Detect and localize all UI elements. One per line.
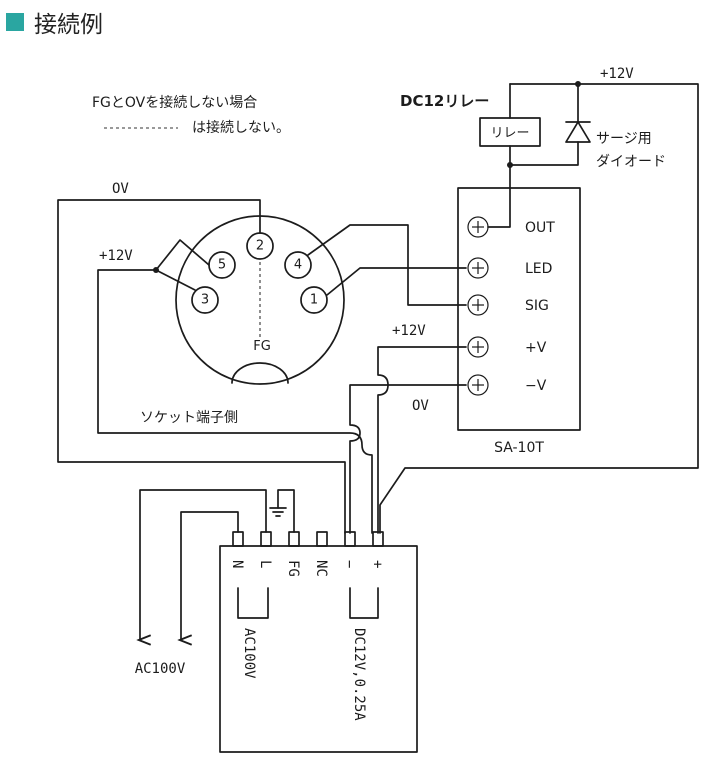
wire-ac-n <box>177 511 239 646</box>
psu-fg-label: FG <box>285 560 301 577</box>
note-line-1: FGとOVを接続しない場合 <box>92 94 257 111</box>
psu-l-label: L <box>257 560 273 568</box>
terminal-plus-v-label: +V <box>525 340 547 356</box>
pin-3-circle <box>191 286 219 314</box>
wire-relay-out <box>487 145 511 228</box>
sensor-unit: SA-10T <box>457 187 581 456</box>
wire-12v-left <box>97 269 373 534</box>
label-12v-mid: +12V <box>392 323 426 339</box>
pin-4-label: 4 <box>294 258 302 273</box>
relay-box-label: リレー <box>490 126 529 141</box>
terminal-minus-v-label: −V <box>525 378 547 394</box>
terminal-out: OUT <box>467 216 555 238</box>
section-header: 接続例 <box>6 6 103 38</box>
relay-title: DC12リレー <box>400 92 489 110</box>
surge-diode-label-2: ダイオード <box>596 154 666 170</box>
diode-triangle <box>565 121 591 143</box>
wire-fg-ground <box>277 489 295 533</box>
sensor-model-label: SA-10T <box>494 440 544 456</box>
psu-n-label: N <box>229 560 245 568</box>
terminal-plus-v: +V <box>467 336 547 358</box>
header-square-icon <box>6 13 24 31</box>
pin-5-label: 5 <box>218 258 226 273</box>
wire-pin1-led <box>326 267 467 296</box>
surge-diode-label-1: サージ用 <box>596 131 652 147</box>
ac-source-label: AC100V <box>135 661 186 677</box>
label-0v-mid: OV <box>412 398 429 414</box>
power-supply: N L FG NC − + AC100V DC12V,0.25A <box>219 531 418 753</box>
wire-pin5-pin3-link <box>155 239 210 291</box>
psu-terminal-n <box>232 531 244 547</box>
pin-1-circle <box>300 286 328 314</box>
wire-minus-v <box>349 384 467 534</box>
note-line-2: は接続しない。 <box>192 119 290 136</box>
psu-terminal-plus <box>372 531 384 547</box>
psu-plus-label: + <box>369 560 385 568</box>
wire-ac-l <box>136 489 267 646</box>
label-12v-left: +12V <box>99 248 133 264</box>
psu-terminal-fg <box>288 531 300 547</box>
label-0v-top: OV <box>112 181 129 197</box>
psu-ac-bracket <box>237 587 269 619</box>
terminal-out-label: OUT <box>525 220 555 236</box>
socket: FG 2 5 4 3 1 <box>175 215 345 385</box>
psu-minus-label: − <box>341 560 357 568</box>
pin-3-label: 3 <box>201 293 209 308</box>
psu-dc-out-label: DC12V,0.25A <box>351 628 367 721</box>
socket-fg-label: FG <box>253 339 271 354</box>
terminal-sig: SIG <box>467 294 549 316</box>
label-12v-top: +12V <box>600 66 634 82</box>
socket-key <box>231 362 289 384</box>
psu-dc-bracket <box>349 587 379 619</box>
wire-pin4-sig <box>307 224 467 306</box>
pin-4-circle <box>284 251 312 279</box>
wire-0v-pin2 <box>57 199 346 534</box>
psu-terminal-l <box>260 531 272 547</box>
sensor-box <box>457 187 581 431</box>
psu-terminal-nc <box>316 531 328 547</box>
socket-side-label: ソケット端子側 <box>140 410 238 426</box>
psu-nc-label: NC <box>313 560 329 577</box>
wire-diode-bottom <box>509 141 579 166</box>
wire-12v-top-loop <box>379 83 699 534</box>
psu-terminal-minus <box>344 531 356 547</box>
pin-2-label: 2 <box>256 239 264 254</box>
pin-1-label: 1 <box>310 293 318 308</box>
terminal-sig-label: SIG <box>525 298 549 314</box>
terminal-led-label: LED <box>525 261 552 277</box>
page-title: 接続例 <box>34 12 103 38</box>
terminal-led: LED <box>467 257 552 279</box>
terminal-minus-v: −V <box>467 374 547 396</box>
psu-ac-in-label: AC100V <box>241 628 257 679</box>
wire-plus-v <box>377 346 467 534</box>
